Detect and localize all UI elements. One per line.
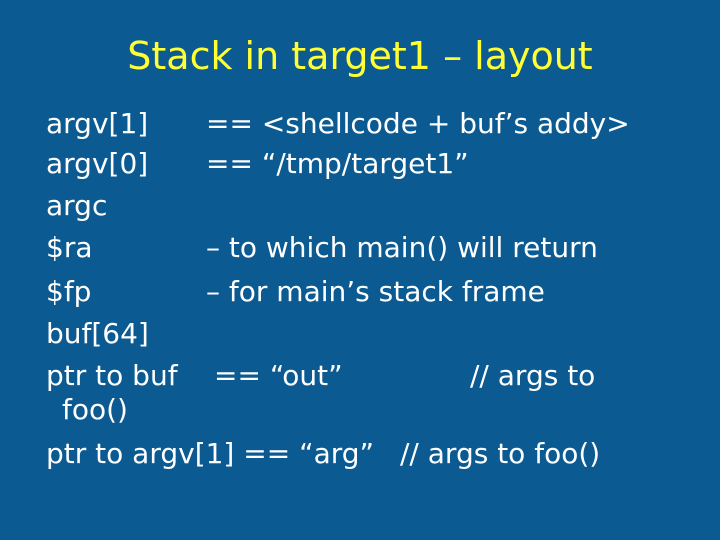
ptr-to-buf-comment: // args to [470,359,596,392]
row-fp-label: $fp [46,275,92,308]
row-fp-desc: – for main’s stack frame [206,275,545,308]
ptr-to-argv1-text: ptr to argv[1] == “arg” [46,437,375,470]
ptr-to-buf-comment-wrap: foo() [62,393,128,426]
row-argv1-desc: == <shellcode + buf’s addy> [206,107,630,140]
row-argc-label: argc [46,189,108,222]
slide-title: Stack in target1 – layout [127,34,593,78]
row-buf-label: buf[64] [46,317,149,350]
ptr-to-argv1-comment: // args to foo() [400,437,601,470]
ptr-to-buf-label: ptr to buf [46,359,178,392]
row-ra-label: $ra [46,231,93,264]
row-argv1-label: argv[1] [46,107,149,140]
row-ra-desc: – to which main() will return [206,231,598,264]
ptr-to-buf-value: == “out” [214,359,343,392]
row-argv0-desc: == “/tmp/target1” [206,147,469,180]
row-argv0-label: argv[0] [46,147,149,180]
